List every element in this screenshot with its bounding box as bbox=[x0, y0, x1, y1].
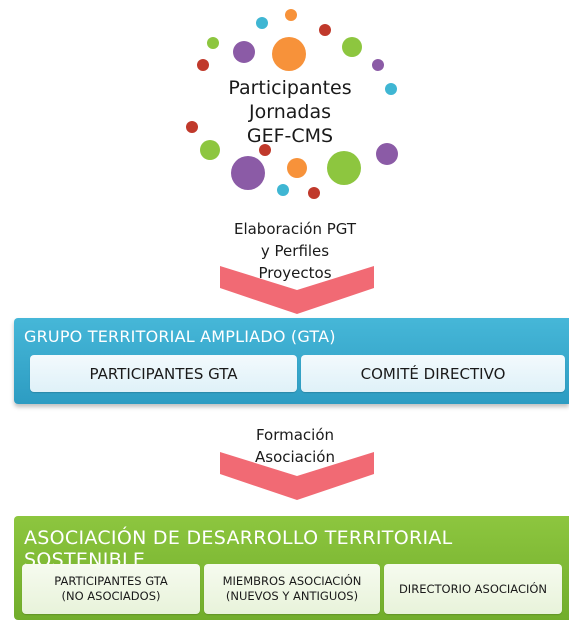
dot bbox=[287, 158, 307, 178]
step-label-line: Proyectos bbox=[258, 264, 332, 282]
step-label-line: Asociación bbox=[255, 448, 335, 466]
step-label-line: Formación bbox=[255, 426, 335, 444]
dot bbox=[385, 83, 397, 95]
participants-dot-ring bbox=[186, 9, 398, 199]
dot bbox=[256, 17, 268, 29]
dot bbox=[259, 144, 271, 156]
dot bbox=[200, 140, 220, 160]
adts-cell-line: MIEMBROS ASOCIACIÓN bbox=[222, 574, 362, 588]
step-label-formacion: Formación Asociación bbox=[215, 424, 375, 468]
dot bbox=[342, 37, 362, 57]
dot bbox=[207, 37, 219, 49]
dot bbox=[327, 151, 361, 185]
adts-directory-cell: DIRECTORIO ASOCIACIÓN bbox=[384, 564, 562, 614]
adts-cell-line: DIRECTORIO ASOCIACIÓN bbox=[398, 581, 548, 596]
gta-title: GRUPO TERRITORIAL AMPLIADO (GTA) bbox=[24, 327, 336, 346]
step-label-line: y Perfiles bbox=[260, 242, 330, 260]
dot bbox=[231, 156, 265, 190]
dot bbox=[186, 121, 198, 133]
adts-cell-line: PARTICIPANTES GTA bbox=[54, 574, 168, 588]
gta-participants-cell: PARTICIPANTES GTA bbox=[30, 355, 297, 392]
participants-title-line: GEF-CMS bbox=[246, 125, 334, 147]
adts-cell-line: (NO ASOCIADOS) bbox=[61, 589, 161, 603]
dot bbox=[372, 59, 384, 71]
adts-association-box: ASOCIACIÓN DE DESARROLLO TERRITORIAL SOS… bbox=[14, 516, 569, 620]
dot bbox=[376, 143, 398, 165]
gta-group-box: GRUPO TERRITORIAL AMPLIADO (GTA) PARTICI… bbox=[14, 318, 569, 404]
dot bbox=[197, 59, 209, 71]
participants-title-line: Jornadas bbox=[249, 101, 331, 123]
participants-title: Participantes Jornadas GEF-CMS bbox=[180, 76, 400, 148]
participants-title-line: Participantes bbox=[228, 77, 352, 99]
chevron-down-arrow bbox=[220, 266, 374, 314]
step-label-pgt: Elaboración PGT y Perfiles Proyectos bbox=[200, 218, 390, 284]
dot bbox=[319, 24, 331, 36]
adts-members-cell: MIEMBROS ASOCIACIÓN (NUEVOS Y ANTIGUOS) bbox=[204, 564, 380, 614]
step-label-line: Elaboración PGT bbox=[233, 220, 357, 238]
dot bbox=[285, 9, 297, 21]
adts-cell-line: (NUEVOS Y ANTIGUOS) bbox=[225, 589, 359, 603]
chevron-down-arrow bbox=[220, 452, 374, 500]
dot bbox=[308, 187, 320, 199]
dot bbox=[277, 184, 289, 196]
dot bbox=[272, 37, 306, 71]
adts-participants-cell: PARTICIPANTES GTA (NO ASOCIADOS) bbox=[22, 564, 200, 614]
dot bbox=[233, 41, 255, 63]
gta-comite-cell: COMITÉ DIRECTIVO bbox=[301, 355, 565, 392]
